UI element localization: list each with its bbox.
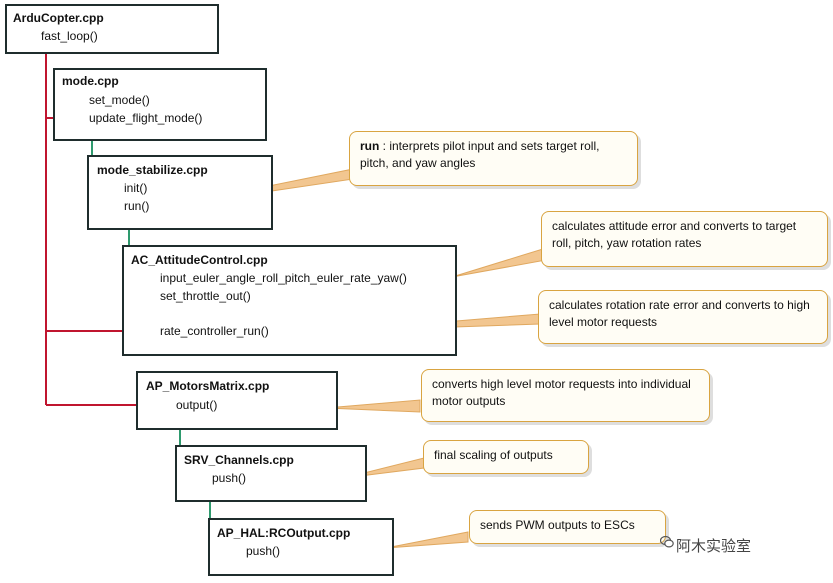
callout-hal-text: sends PWM outputs to ESCs bbox=[480, 518, 635, 532]
arducopter-box bbox=[5, 4, 219, 54]
hal-rcoutput-title: AP_HAL:RCOutput.cpp bbox=[217, 526, 351, 540]
callout-rate: calculates rotation rate error and conve… bbox=[538, 290, 828, 344]
mode-stabilize-title: mode_stabilize.cpp bbox=[97, 163, 208, 177]
srv-push-fn: push() bbox=[212, 471, 247, 485]
arducopter-title: ArduCopter.cpp bbox=[13, 11, 104, 25]
update-flight-mode-fn: update_flight_mode() bbox=[89, 111, 203, 125]
input-euler-fn: input_euler_angle_roll_pitch_euler_rate_… bbox=[160, 271, 407, 285]
pointer-attitude bbox=[451, 247, 547, 278]
set-mode-fn: set_mode() bbox=[89, 93, 150, 107]
hal-rcoutput-box bbox=[208, 518, 394, 576]
callout-attitude: calculates attitude error and converts t… bbox=[541, 211, 828, 267]
callout-run-bold: run bbox=[360, 139, 380, 153]
srv-channels-title: SRV_Channels.cpp bbox=[184, 453, 294, 467]
callout-run-text: : interprets pilot input and sets target… bbox=[360, 139, 600, 170]
pointer-hal bbox=[385, 531, 469, 549]
output-fn: output() bbox=[176, 398, 218, 412]
wechat-icon bbox=[660, 535, 674, 548]
motors-matrix-box bbox=[136, 371, 338, 430]
callout-rate-text: calculates rotation rate error and conve… bbox=[549, 298, 810, 329]
mode-box bbox=[53, 68, 267, 141]
watermark-text: 阿木实验室 bbox=[676, 538, 752, 555]
mode-title: mode.cpp bbox=[62, 74, 119, 88]
callout-attitude-text: calculates attitude error and converts t… bbox=[552, 219, 797, 250]
fast-loop-fn: fast_loop() bbox=[41, 29, 98, 43]
init-fn: init() bbox=[124, 181, 148, 195]
callout-hal: sends PWM outputs to ESCs bbox=[469, 510, 666, 544]
run-fn: run() bbox=[124, 199, 150, 213]
pointer-motors bbox=[325, 399, 421, 413]
srv-channels-box bbox=[175, 445, 367, 502]
set-throttle-out-fn: set_throttle_out() bbox=[160, 289, 251, 303]
attitude-control-title: AC_AttitudeControl.cpp bbox=[131, 253, 268, 267]
callout-motors: converts high level motor requests into … bbox=[421, 369, 710, 422]
motors-matrix-title: AP_MotorsMatrix.cpp bbox=[146, 379, 270, 393]
mode-stabilize-box bbox=[87, 155, 273, 230]
callout-srv: final scaling of outputs bbox=[423, 440, 589, 474]
hal-push-fn: push() bbox=[246, 544, 281, 558]
rate-controller-run-fn: rate_controller_run() bbox=[160, 324, 269, 338]
callout-motors-text: converts high level motor requests into … bbox=[432, 377, 691, 408]
callout-run: run : interprets pilot input and sets ta… bbox=[349, 131, 638, 186]
callout-srv-text: final scaling of outputs bbox=[434, 448, 553, 462]
attitude-control-box bbox=[122, 245, 457, 356]
